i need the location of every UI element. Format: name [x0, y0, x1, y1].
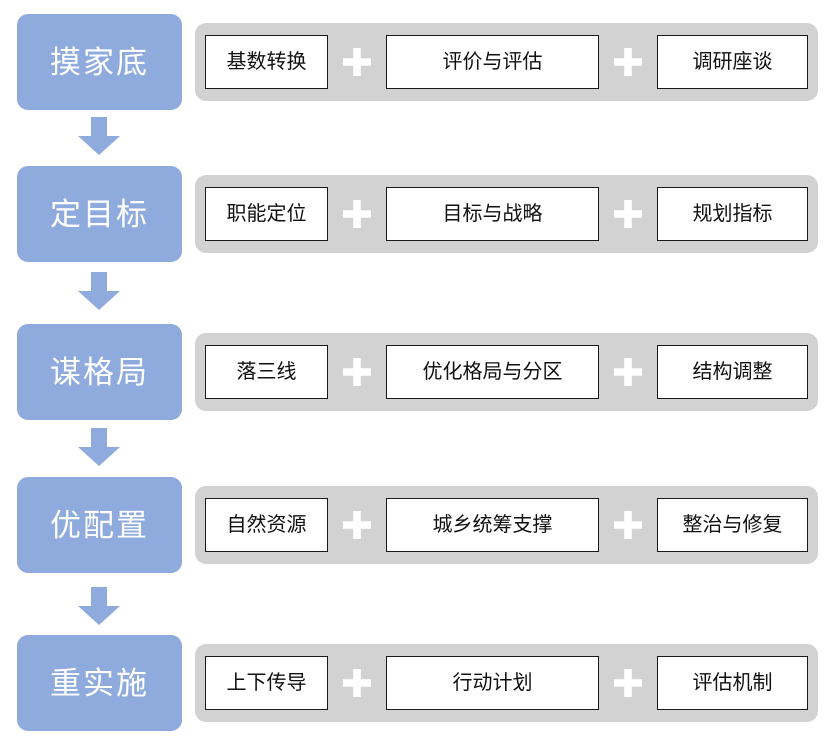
step-box-3-1-text: 落三线: [236, 361, 297, 383]
plus-icon: [328, 187, 386, 241]
step-box-4-1-text: 自然资源: [226, 514, 307, 536]
step-box-5-1-text: 上下传导: [226, 672, 307, 694]
down-arrow-icon: [78, 117, 120, 155]
stage-label-4-text: 优配置: [50, 507, 149, 543]
step-box-1-3-text: 调研座谈: [692, 51, 773, 73]
plus-icon: [599, 187, 657, 241]
stage-row-1: 摸家底 基数转换 评价与评估 调研座谈: [0, 14, 837, 110]
step-box-4-3-text: 整治与修复: [682, 514, 783, 536]
steps-bar-4: 自然资源 城乡统筹支撑 整治与修复: [195, 486, 818, 564]
step-box-2-3[interactable]: 规划指标: [657, 187, 808, 241]
down-arrow-icon: [78, 428, 120, 466]
plus-icon: [599, 345, 657, 399]
step-box-3-2[interactable]: 优化格局与分区: [386, 345, 599, 399]
steps-bar-1: 基数转换 评价与评估 调研座谈: [195, 23, 818, 101]
step-box-3-3-text: 结构调整: [692, 361, 773, 383]
steps-bar-3: 落三线 优化格局与分区 结构调整: [195, 333, 818, 411]
plus-icon: [328, 345, 386, 399]
down-arrow-icon: [78, 587, 120, 625]
plus-icon: [328, 35, 386, 89]
stage-label-3-text: 谋格局: [50, 354, 149, 390]
plus-icon: [328, 656, 386, 710]
step-box-5-1[interactable]: 上下传导: [205, 656, 328, 710]
step-box-3-3[interactable]: 结构调整: [657, 345, 808, 399]
step-box-4-2-text: 城乡统筹支撑: [432, 514, 553, 536]
step-box-3-2-text: 优化格局与分区: [422, 361, 563, 383]
step-box-5-3-text: 评估机制: [692, 672, 773, 694]
step-box-5-2-text: 行动计划: [452, 672, 533, 694]
stage-label-2-text: 定目标: [50, 196, 149, 232]
step-box-2-3-text: 规划指标: [692, 203, 773, 225]
step-box-1-1[interactable]: 基数转换: [205, 35, 328, 89]
step-box-2-2-text: 目标与战略: [442, 203, 543, 225]
step-box-1-2[interactable]: 评价与评估: [386, 35, 599, 89]
step-box-5-2[interactable]: 行动计划: [386, 656, 599, 710]
stage-label-4[interactable]: 优配置: [17, 477, 182, 573]
stage-row-5: 重实施 上下传导 行动计划 评估机制: [0, 635, 837, 731]
stage-label-1[interactable]: 摸家底: [17, 14, 182, 110]
stage-label-2[interactable]: 定目标: [17, 166, 182, 262]
plus-icon: [599, 498, 657, 552]
stage-label-5-text: 重实施: [50, 665, 149, 701]
step-box-4-2[interactable]: 城乡统筹支撑: [386, 498, 599, 552]
step-box-2-1[interactable]: 职能定位: [205, 187, 328, 241]
stage-row-2: 定目标 职能定位 目标与战略 规划指标: [0, 166, 837, 262]
step-box-1-2-text: 评价与评估: [442, 51, 543, 73]
stage-row-3: 谋格局 落三线 优化格局与分区 结构调整: [0, 324, 837, 420]
plus-icon: [328, 498, 386, 552]
stage-label-1-text: 摸家底: [50, 44, 149, 80]
steps-bar-2: 职能定位 目标与战略 规划指标: [195, 175, 818, 253]
step-box-2-2[interactable]: 目标与战略: [386, 187, 599, 241]
stage-row-4: 优配置 自然资源 城乡统筹支撑 整治与修复: [0, 477, 837, 573]
step-box-3-1[interactable]: 落三线: [205, 345, 328, 399]
steps-bar-5: 上下传导 行动计划 评估机制: [195, 644, 818, 722]
down-arrow-icon: [78, 272, 120, 310]
plus-icon: [599, 656, 657, 710]
step-box-1-1-text: 基数转换: [226, 51, 307, 73]
step-box-1-3[interactable]: 调研座谈: [657, 35, 808, 89]
plus-icon: [599, 35, 657, 89]
stage-label-3[interactable]: 谋格局: [17, 324, 182, 420]
step-box-4-3[interactable]: 整治与修复: [657, 498, 808, 552]
step-box-2-1-text: 职能定位: [226, 203, 307, 225]
step-box-4-1[interactable]: 自然资源: [205, 498, 328, 552]
step-box-5-3[interactable]: 评估机制: [657, 656, 808, 710]
stage-label-5[interactable]: 重实施: [17, 635, 182, 731]
